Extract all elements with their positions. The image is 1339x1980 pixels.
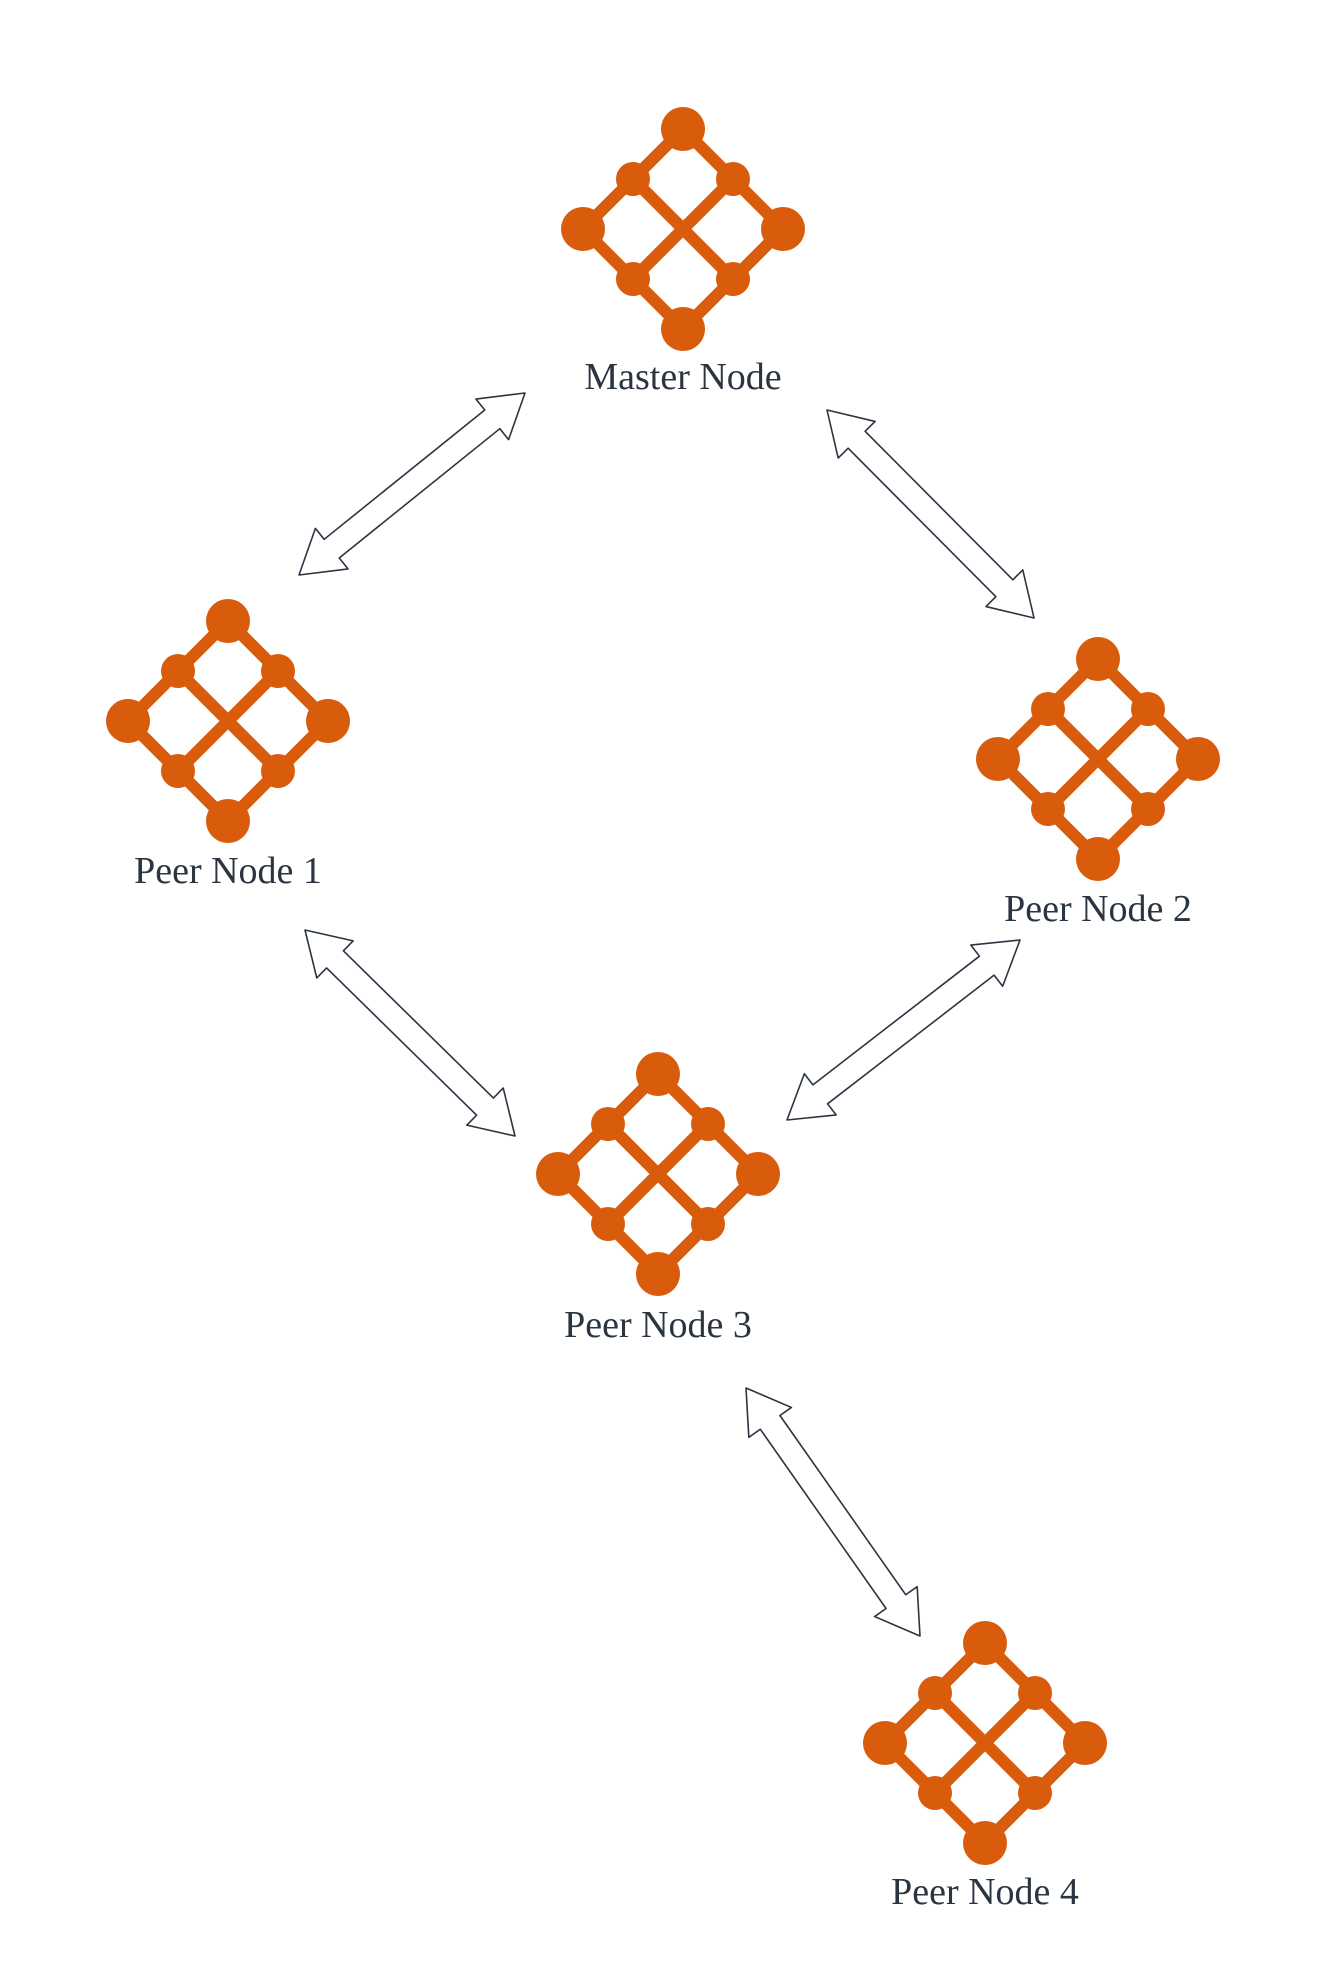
network-node-icon-peer3 (536, 1052, 780, 1296)
bidirectional-arrow-master-peer2 (826, 409, 1035, 619)
network-node-icon-peer2 (976, 637, 1220, 881)
node-label-peer4: Peer Node 4 (891, 1871, 1079, 1913)
network-node-icon-peer4 (863, 1621, 1107, 1865)
network-node-icon-peer1 (106, 599, 350, 843)
bidirectional-arrow-peer2-peer3 (786, 939, 1021, 1121)
node-label-peer2: Peer Node 2 (1004, 888, 1192, 930)
node-label-peer3: Peer Node 3 (564, 1304, 752, 1346)
bidirectional-arrow-peer1-peer3 (304, 929, 516, 1137)
nodes-layer (106, 107, 1220, 1865)
bidirectional-arrow-master-peer1 (298, 392, 526, 576)
network-node-icon-master (561, 107, 805, 351)
connections-layer (298, 392, 1035, 1637)
node-label-master: Master Node (584, 356, 782, 398)
node-label-peer1: Peer Node 1 (134, 850, 322, 892)
bidirectional-arrow-peer3-peer4 (745, 1387, 921, 1637)
